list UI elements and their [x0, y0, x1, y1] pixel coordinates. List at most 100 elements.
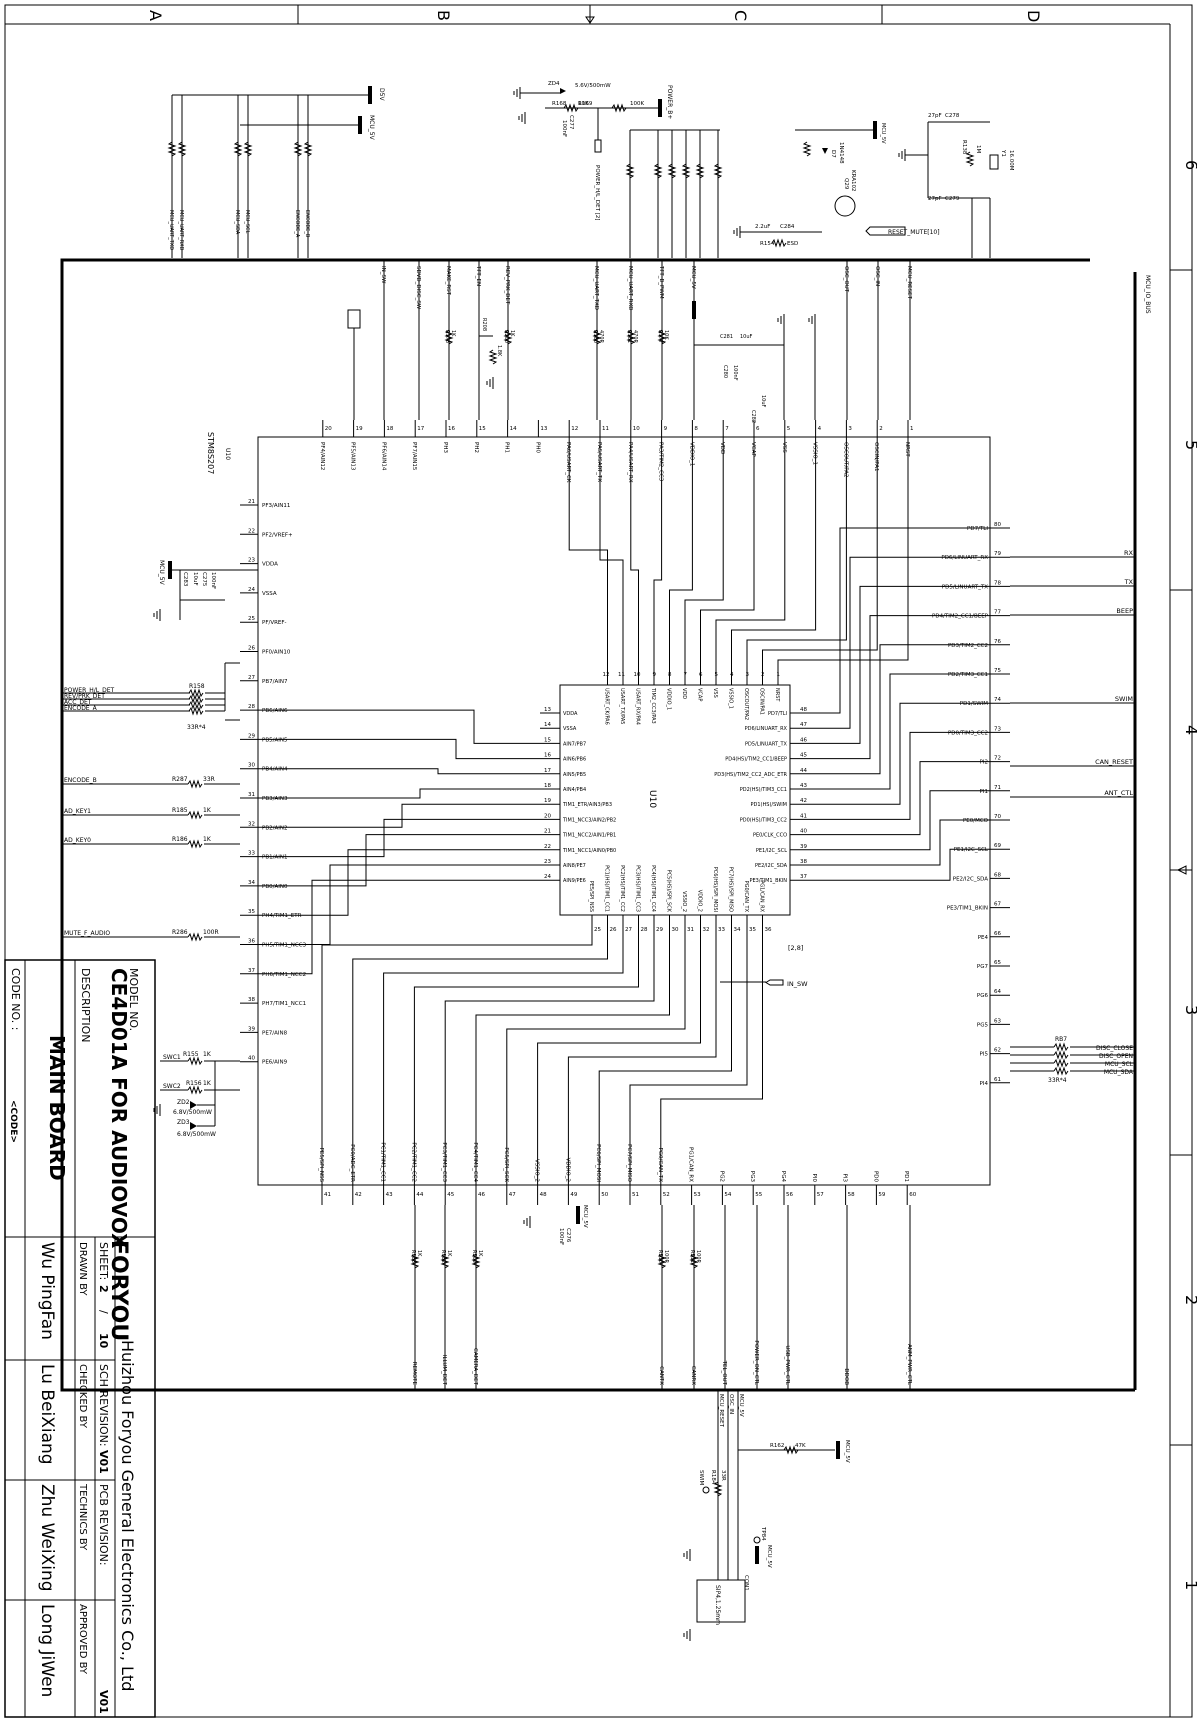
net-label: DDOB	[843, 1368, 849, 1385]
mcu-pin-label: PD7/TLI	[967, 526, 988, 532]
signal-wire	[258, 849, 540, 916]
mcu-pin-label: PD1/SWIM	[960, 701, 988, 707]
mcu-pin-label: PI4	[980, 1081, 989, 1087]
checked-by-name: Lu BeiXiang	[37, 1364, 57, 1465]
net-label: TEL_OUT	[721, 1360, 727, 1386]
mcu-pin-number: 8	[694, 426, 698, 432]
signal-wire	[475, 935, 670, 1185]
mcu-pin-label: OSCIN/PA1	[873, 442, 879, 471]
resistor	[657, 1253, 667, 1269]
mcu-pin-label: VSS	[781, 442, 787, 453]
net-label: ENCODE_B	[64, 777, 97, 784]
mcu-pin-label: OSCOUT/PA2	[842, 442, 848, 477]
qfp-pin-number: 27	[625, 927, 632, 933]
signal-wire	[715, 437, 786, 670]
signal-wire	[812, 731, 990, 820]
net-label: USB_PWR_CTL	[784, 1345, 790, 1386]
mcu-pin-label: PC7/SPI_MISO	[626, 1144, 632, 1183]
resistor	[444, 329, 454, 345]
mcu-pin-label: VSSIO_1	[812, 442, 818, 465]
resistor	[187, 1085, 203, 1095]
qfp-pin-number: 20	[544, 813, 551, 819]
net-label: SWC1	[163, 1054, 181, 1061]
net-label: TP84	[760, 1526, 766, 1541]
qfp-pin-number: 16	[544, 753, 551, 759]
signal-wire	[812, 702, 990, 805]
mcu-pin-number: 45	[447, 1192, 454, 1198]
mcu-pin-number: 22	[248, 528, 255, 534]
mcu-pin-number: 4	[818, 426, 822, 432]
qfp-pin-label: PE5/SPI_NSS	[588, 881, 594, 912]
resistor	[667, 163, 677, 179]
resistor-pack-element	[1053, 1058, 1069, 1068]
mcu-pin-number: 79	[994, 551, 1001, 557]
qfp-pin-label: VDDIO_2	[697, 890, 703, 912]
qfp-pin-number: 46	[800, 737, 807, 743]
qfp-ref: U10	[647, 790, 657, 808]
net-label: POWER_ON_CTL	[753, 1340, 759, 1386]
mcu-pin-label: PB0/AIN0	[262, 884, 288, 890]
qfp-pin-label: VDDA	[563, 711, 578, 717]
mcu-pin-number: 11	[602, 426, 609, 432]
code-value: <CODE>	[8, 1100, 18, 1143]
resistor	[177, 141, 187, 157]
resistor	[771, 238, 787, 248]
signal-wire	[812, 790, 990, 851]
mcu-pin-number: 50	[601, 1192, 608, 1198]
mcu-pin-label: PI3	[842, 1174, 848, 1183]
net-label: MCU_SCL	[244, 210, 250, 234]
mcu-pin-label: PC3/TIM1_CC3	[441, 1142, 447, 1182]
mcu-pin-number: 66	[994, 931, 1001, 937]
component-ref: R177	[657, 330, 663, 343]
qfp-pin-number: 11	[618, 672, 625, 678]
net-label: AD_KEY0	[64, 837, 91, 844]
mcu-pin-label: PB7/AIN7	[262, 679, 288, 685]
mcu-u10-symbol: STM8S207 U10	[206, 432, 991, 1186]
mcu-pin-label: VSSA	[262, 591, 277, 597]
component-ref: R138	[961, 140, 967, 155]
signal-wire	[812, 819, 990, 866]
title-block	[4, 959, 156, 1718]
mcu-pin-number: 54	[724, 1192, 731, 1198]
component-value: KRA102	[850, 170, 856, 191]
mcu-pin-label: PI0	[811, 1174, 817, 1183]
mcu-pin-label: VSSIO_2	[534, 1159, 540, 1182]
mcu-pin-number: 62	[994, 1048, 1001, 1054]
qfp-pin-number: 29	[656, 927, 663, 933]
signal-wire	[352, 935, 608, 1185]
qfp-pin-number: 45	[800, 753, 807, 759]
resistor-pack-element	[1053, 1066, 1069, 1076]
resistor	[293, 141, 303, 157]
power-label: MCU_5V	[158, 560, 165, 586]
mcu-pin-label: PG0/CAN_TX	[657, 1147, 663, 1182]
qfp-pin-number: 14	[544, 722, 551, 728]
qfp-pin-number: 31	[687, 927, 694, 933]
mcu-pin-label: PH5/TIM1_NCC3	[262, 943, 307, 949]
component-ref: R169	[578, 101, 593, 107]
company-logo: FORYOU	[106, 1240, 131, 1341]
component-value: 1K	[416, 1250, 422, 1257]
component-value: 1K	[477, 1250, 483, 1257]
mcu-ref-label: U10	[224, 448, 231, 460]
signal-wire	[258, 738, 540, 760]
power-label: MCU_5V	[766, 1545, 772, 1568]
zone-numbers: 654321	[1182, 160, 1197, 1590]
net-label: IN_SW	[787, 980, 808, 988]
mcu-pin-number: 31	[248, 792, 255, 798]
net-label: MCU_UART_TXD	[168, 210, 174, 250]
mcu-pin-label: VDDIO_1	[688, 442, 694, 466]
mcu-pin-number: 19	[356, 426, 363, 432]
mcu-pin-number: 7	[725, 426, 729, 432]
mcu-pin-label: PG7	[977, 964, 989, 970]
net-label: DISC_CLOSE	[1096, 1045, 1133, 1052]
mcu-pin-label: PF5/AIN13	[350, 442, 356, 471]
qfp-pin-number: 4	[730, 672, 734, 678]
component-ref: Y1	[1000, 149, 1006, 157]
approved-by-label: APPROVED BY	[77, 1604, 88, 1675]
qfp-pin-number: 41	[800, 813, 807, 819]
component-value: 100R	[663, 1250, 669, 1264]
component-ref: RB7	[1055, 1036, 1067, 1043]
net-label: ANM_PWR_CTL	[906, 1344, 912, 1386]
